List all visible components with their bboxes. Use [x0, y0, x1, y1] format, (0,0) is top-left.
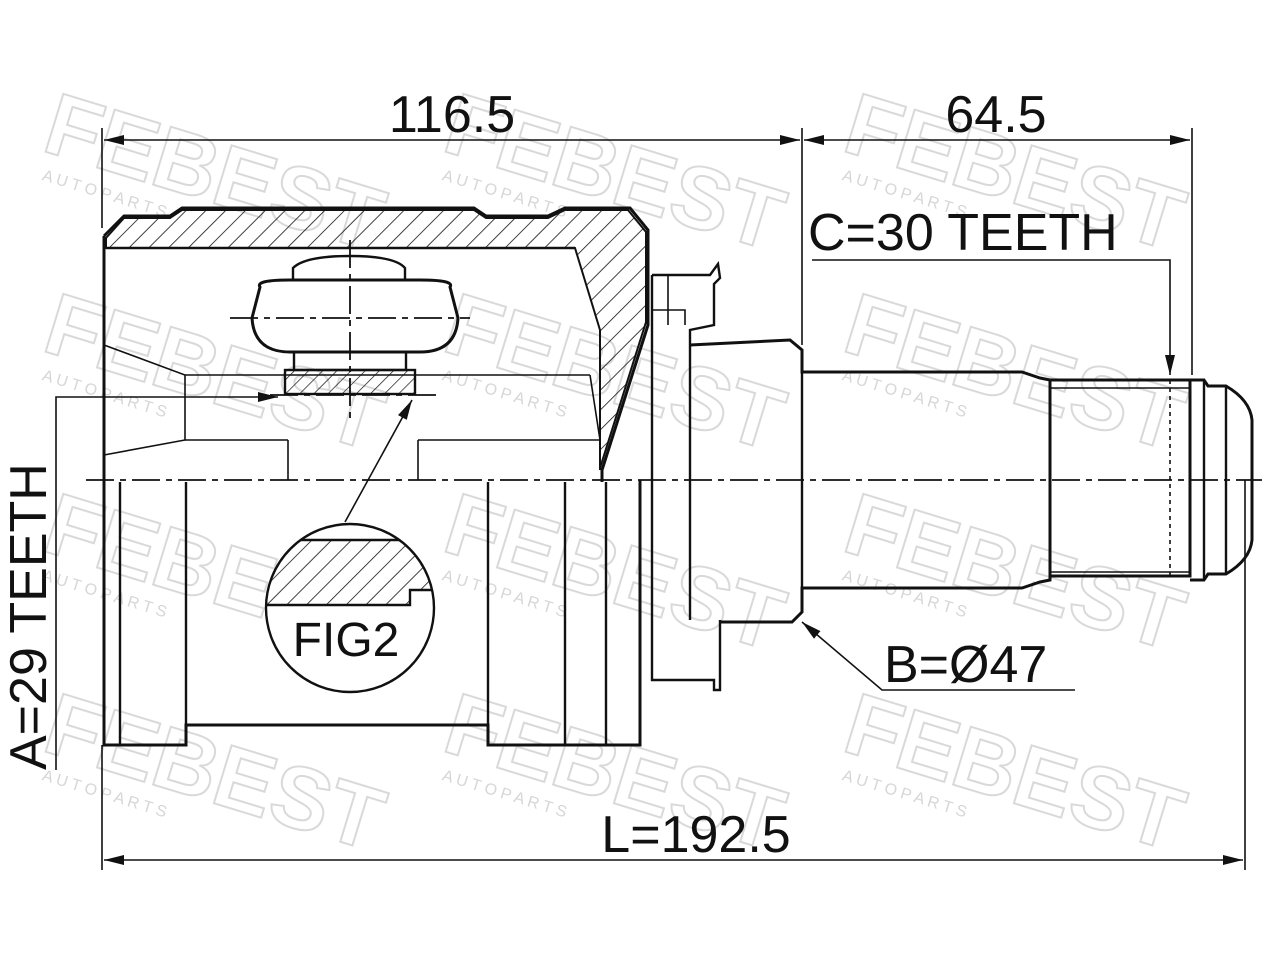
housing — [102, 206, 650, 747]
dimension-top-left-label: 116.5 — [389, 86, 515, 144]
shaft — [689, 338, 1254, 624]
seal-area — [650, 260, 722, 692]
spline-a-callout: A=29 TEETH — [0, 392, 278, 770]
watermark-brand: FEBEST — [834, 673, 1195, 869]
watermark-brand: FEBEST — [34, 673, 395, 869]
dimension-top-left: 116.5 — [101, 86, 803, 345]
watermark-layer: FEBEST A U T O P A R T S FEBEST A U T O … — [33, 72, 1196, 870]
dimension-top-right-label: 64.5 — [945, 86, 1046, 144]
spline-a-label: A=29 TEETH — [0, 463, 58, 770]
dimension-overall-label: L=192.5 — [601, 806, 790, 864]
diameter-b-callout: B=Ø47 — [801, 621, 1075, 694]
spline-c-callout: C=30 TEETH — [808, 204, 1175, 375]
diameter-b-label: B=Ø47 — [884, 636, 1047, 694]
fig2-detail: FIG2 — [264, 522, 436, 694]
dimension-overall: L=192.5 — [101, 480, 1246, 870]
fig2-leader — [344, 399, 413, 523]
tripod-assembly — [230, 240, 470, 420]
dimension-top-right: 64.5 — [804, 86, 1193, 375]
fig2-label: FIG2 — [293, 614, 400, 667]
spline-c-label: C=30 TEETH — [808, 204, 1118, 262]
